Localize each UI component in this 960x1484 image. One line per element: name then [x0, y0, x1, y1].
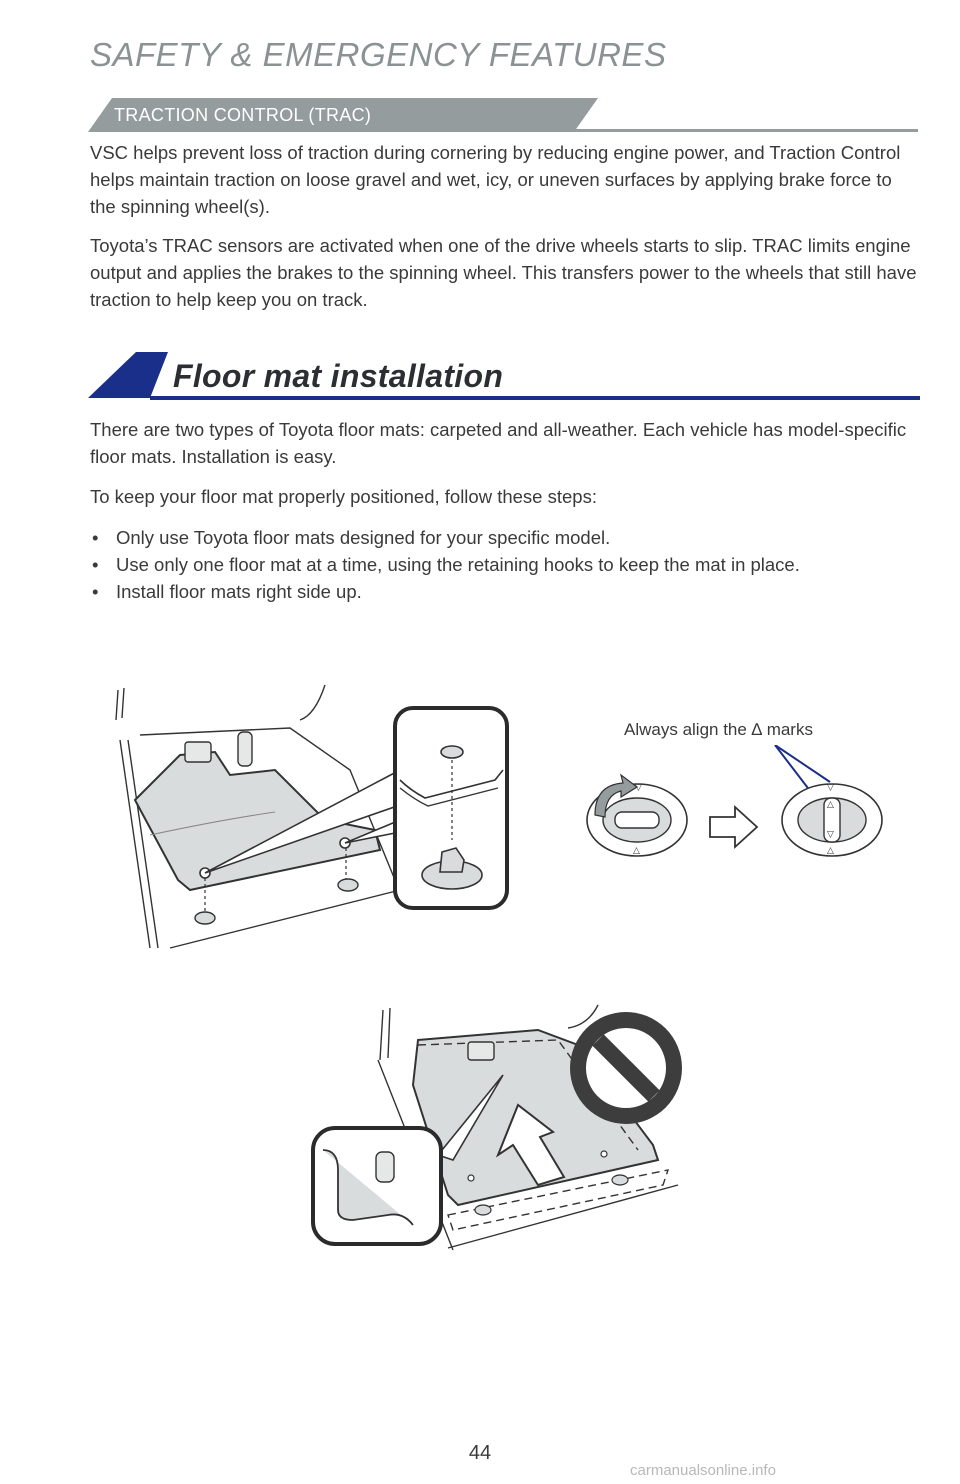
svg-text:△: △: [633, 846, 640, 856]
floor-mat-section-banner: Floor mat installation: [88, 352, 920, 402]
rotate-arrow-icon: [594, 773, 639, 818]
list-item: •Use only one floor mat at a time, using…: [90, 551, 920, 578]
align-marks-illustration: ▽ △ ▽ △ ▽ △: [586, 745, 883, 857]
trac-section-banner: TRACTION CONTROL (TRAC): [88, 98, 918, 134]
banner-shape: [88, 98, 918, 132]
bullet-icon: •: [92, 554, 99, 575]
list-item: •Only use Toyota floor mats designed for…: [90, 524, 920, 551]
list-item: •Install floor mats right side up.: [90, 578, 920, 605]
page-number: 44: [468, 1442, 492, 1464]
hook-unaligned-icon: ▽ △: [586, 783, 688, 857]
hook-detail-inset: [393, 706, 509, 910]
svg-text:△: △: [827, 800, 834, 810]
svg-text:▽: ▽: [827, 830, 834, 840]
up-arrow-icon: [495, 1103, 566, 1187]
retaining-hook-icon: [194, 878, 359, 925]
floor-mat-intro: There are two types of Toyota floor mats…: [90, 419, 907, 467]
section-banner-shape: [88, 352, 920, 400]
trac-paragraph-2: Toyota’s TRAC sensors are activated when…: [90, 235, 917, 310]
mat-fold-detail-inset: [311, 1126, 443, 1246]
floor-mat-heading: Floor mat installation: [173, 358, 504, 394]
bullet-icon: •: [92, 581, 99, 602]
watermark: carmanualsonline.info: [630, 1462, 776, 1479]
pedal-icon: [184, 731, 253, 767]
page-title: SAFETY & EMERGENCY FEATURES: [90, 36, 667, 73]
trac-paragraph-1: VSC helps prevent loss of traction durin…: [90, 142, 901, 217]
right-arrow-icon: [709, 804, 759, 850]
bullet-icon: •: [92, 527, 99, 548]
pedal-icon: [467, 1041, 495, 1061]
incorrect-mat-illustration: [311, 1004, 682, 1251]
svg-text:▽: ▽: [635, 783, 642, 793]
svg-text:△: △: [827, 846, 834, 856]
svg-text:▽: ▽: [827, 783, 834, 793]
align-marks-caption: Always align the ∆ marks: [624, 720, 813, 739]
hook-aligned-icon: ▽ △ ▽ △: [781, 783, 883, 857]
floor-mat-hooks-illustration: [115, 684, 509, 949]
prohibited-icon: [570, 1012, 682, 1124]
floor-mat-steps-intro: To keep your floor mat properly position…: [90, 486, 597, 507]
floor-mat-steps-list: •Only use Toyota floor mats designed for…: [90, 524, 920, 605]
trac-section-heading: TRACTION CONTROL (TRAC): [114, 105, 372, 125]
